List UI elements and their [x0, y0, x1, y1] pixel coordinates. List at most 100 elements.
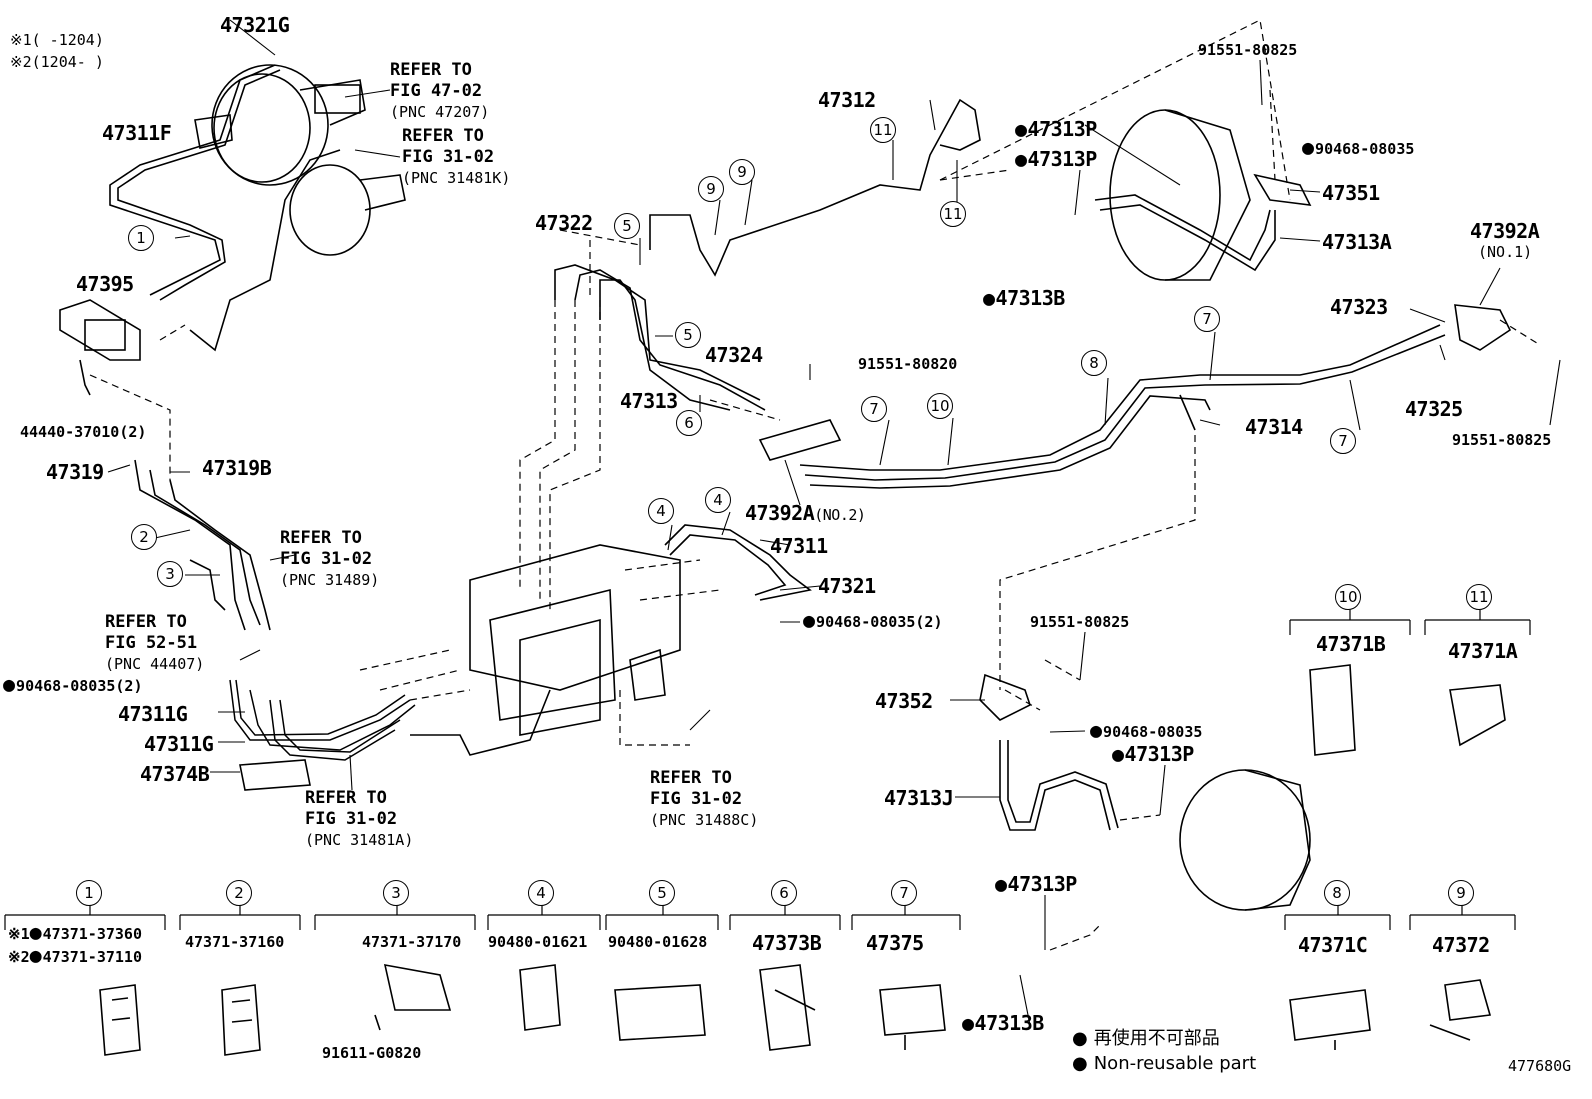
part-90468-08035-mid[interactable]: 90468-08035(2): [803, 612, 942, 631]
callout-5b[interactable]: 5: [675, 322, 701, 348]
clamp-47374B: [239, 759, 311, 791]
part-47392A-no1[interactable]: 47392A: [1470, 219, 1540, 243]
detail-callout-3[interactable]: 3: [383, 880, 409, 906]
part-47371A[interactable]: 47371A: [1448, 639, 1518, 663]
part-47395[interactable]: 47395: [76, 272, 134, 296]
detail-9-part[interactable]: 47372: [1432, 933, 1490, 957]
part-47313P-a[interactable]: 47313P: [1015, 118, 1098, 140]
master-cylinder: [289, 164, 406, 256]
callout-7b[interactable]: 7: [861, 396, 887, 422]
part-47312[interactable]: 47312: [818, 88, 876, 112]
brake-tube-47319: [134, 459, 271, 631]
part-47321[interactable]: 47321: [818, 574, 876, 598]
detail-callout-4[interactable]: 4: [528, 880, 554, 906]
part-47325[interactable]: 47325: [1405, 397, 1463, 421]
callout-10-detail[interactable]: 10: [1335, 584, 1361, 610]
part-47371B[interactable]: 47371B: [1316, 632, 1386, 656]
detail-1-part-a[interactable]: ※147371-37360: [8, 924, 142, 943]
part-91551-80825-top[interactable]: 91551-80825: [1198, 41, 1298, 59]
refer-pnc: (PNC 31481K): [402, 169, 511, 187]
callout-9b[interactable]: 9: [729, 159, 755, 185]
detail-callout-8[interactable]: 8: [1324, 880, 1350, 906]
part-47324[interactable]: 47324: [705, 343, 763, 367]
part-47319B[interactable]: 47319B: [202, 456, 272, 480]
legend-en-text: Non-reusable part: [1093, 1053, 1257, 1074]
part-90468-08035-top[interactable]: 90468-08035: [1302, 139, 1414, 158]
callout-2[interactable]: 2: [131, 524, 157, 550]
callout-6[interactable]: 6: [676, 410, 702, 436]
detail-1-part-b[interactable]: ※247371-37110: [8, 947, 142, 966]
callout-7c[interactable]: 7: [1330, 428, 1356, 454]
part-47323[interactable]: 47323: [1330, 295, 1388, 319]
part-47352[interactable]: 47352: [875, 689, 933, 713]
refer-line1: REFER TO: [390, 60, 472, 80]
part-90468-08035-left[interactable]: 90468-08035(2): [3, 676, 142, 695]
callout-7a[interactable]: 7: [1194, 306, 1220, 332]
callout-11a[interactable]: 11: [870, 117, 896, 143]
detail-5-part[interactable]: 90480-01628: [608, 933, 708, 951]
part-47313P-b[interactable]: 47313P: [1015, 148, 1098, 170]
callout-3[interactable]: 3: [157, 561, 183, 587]
detail-callout-7[interactable]: 7: [891, 880, 917, 906]
part-91551-80825-mid[interactable]: 91551-80825: [1030, 613, 1130, 631]
detail-6-part[interactable]: 47373B: [752, 931, 822, 955]
part-47319[interactable]: 47319: [46, 460, 104, 484]
detail-callout-6[interactable]: 6: [771, 880, 797, 906]
part-47311F[interactable]: 47311F: [102, 121, 172, 145]
part-47313P-c[interactable]: 47313P: [1112, 743, 1195, 765]
callout-10[interactable]: 10: [927, 393, 953, 419]
callout-1[interactable]: 1: [128, 225, 154, 251]
part-47313P-d[interactable]: 47313P: [995, 873, 1078, 895]
part-44440-37010[interactable]: 44440-37010(2): [20, 423, 147, 441]
part-47313J[interactable]: 47313J: [884, 786, 954, 810]
part-47311G-a[interactable]: 47311G: [118, 702, 188, 726]
part-47311[interactable]: 47311: [770, 534, 828, 558]
part-47313[interactable]: 47313: [620, 389, 678, 413]
callout-5a[interactable]: 5: [614, 213, 640, 239]
callout-8[interactable]: 8: [1081, 350, 1107, 376]
detail-callout-2[interactable]: 2: [226, 880, 252, 906]
callout-4b[interactable]: 4: [705, 487, 731, 513]
part-47313A[interactable]: 47313A: [1322, 230, 1392, 254]
detail-2-part[interactable]: 47371-37160: [185, 933, 285, 951]
refer-pnc: (PNC 31489): [280, 571, 380, 589]
part-47321G[interactable]: 47321G: [220, 13, 290, 37]
part-47313B-a[interactable]: 47313B: [983, 287, 1066, 309]
callout-4a[interactable]: 4: [648, 498, 674, 524]
bottom-clip-drawings: [99, 664, 1506, 1056]
refer-line2: FIG 31-02: [280, 549, 373, 569]
detail-callout-1[interactable]: 1: [76, 880, 102, 906]
legend-bullet-icon: ●: [1072, 1053, 1088, 1074]
part-90468-08035-low[interactable]: 90468-08035: [1090, 722, 1202, 741]
part-47313B-b[interactable]: 47313B: [962, 1012, 1045, 1034]
part-91551-80820[interactable]: 91551-80820: [858, 355, 958, 373]
detail-4-part[interactable]: 90480-01621: [488, 933, 588, 951]
detail-7-part[interactable]: 47375: [866, 931, 924, 955]
refer-line2: FIG 47-02: [390, 81, 483, 101]
detail-3-part-b[interactable]: 91611-G0820: [322, 1044, 422, 1062]
part-47374B[interactable]: 47374B: [140, 762, 210, 786]
detail-3-part-a[interactable]: 47371-37170: [362, 933, 462, 951]
detail-callout-9[interactable]: 9: [1448, 880, 1474, 906]
legend-bullet-icon: ●: [1072, 1028, 1088, 1049]
callout-leaders: [107, 19, 1561, 1026]
callout-11-detail[interactable]: 11: [1466, 584, 1492, 610]
note-2-mark: ※2: [10, 53, 32, 71]
part-47322[interactable]: 47322: [535, 211, 593, 235]
detail-callout-5[interactable]: 5: [649, 880, 675, 906]
part-47314[interactable]: 47314: [1245, 415, 1303, 439]
part-47311G-b[interactable]: 47311G: [144, 732, 214, 756]
part-91551-80825-right[interactable]: 91551-80825: [1452, 431, 1552, 449]
detail-8-part[interactable]: 47371C: [1298, 933, 1368, 957]
callout-11b[interactable]: 11: [940, 201, 966, 227]
part-47392A-no2[interactable]: 47392A(NO.2): [745, 502, 866, 526]
part-47351[interactable]: 47351: [1322, 181, 1380, 205]
callout-9a[interactable]: 9: [698, 176, 724, 202]
